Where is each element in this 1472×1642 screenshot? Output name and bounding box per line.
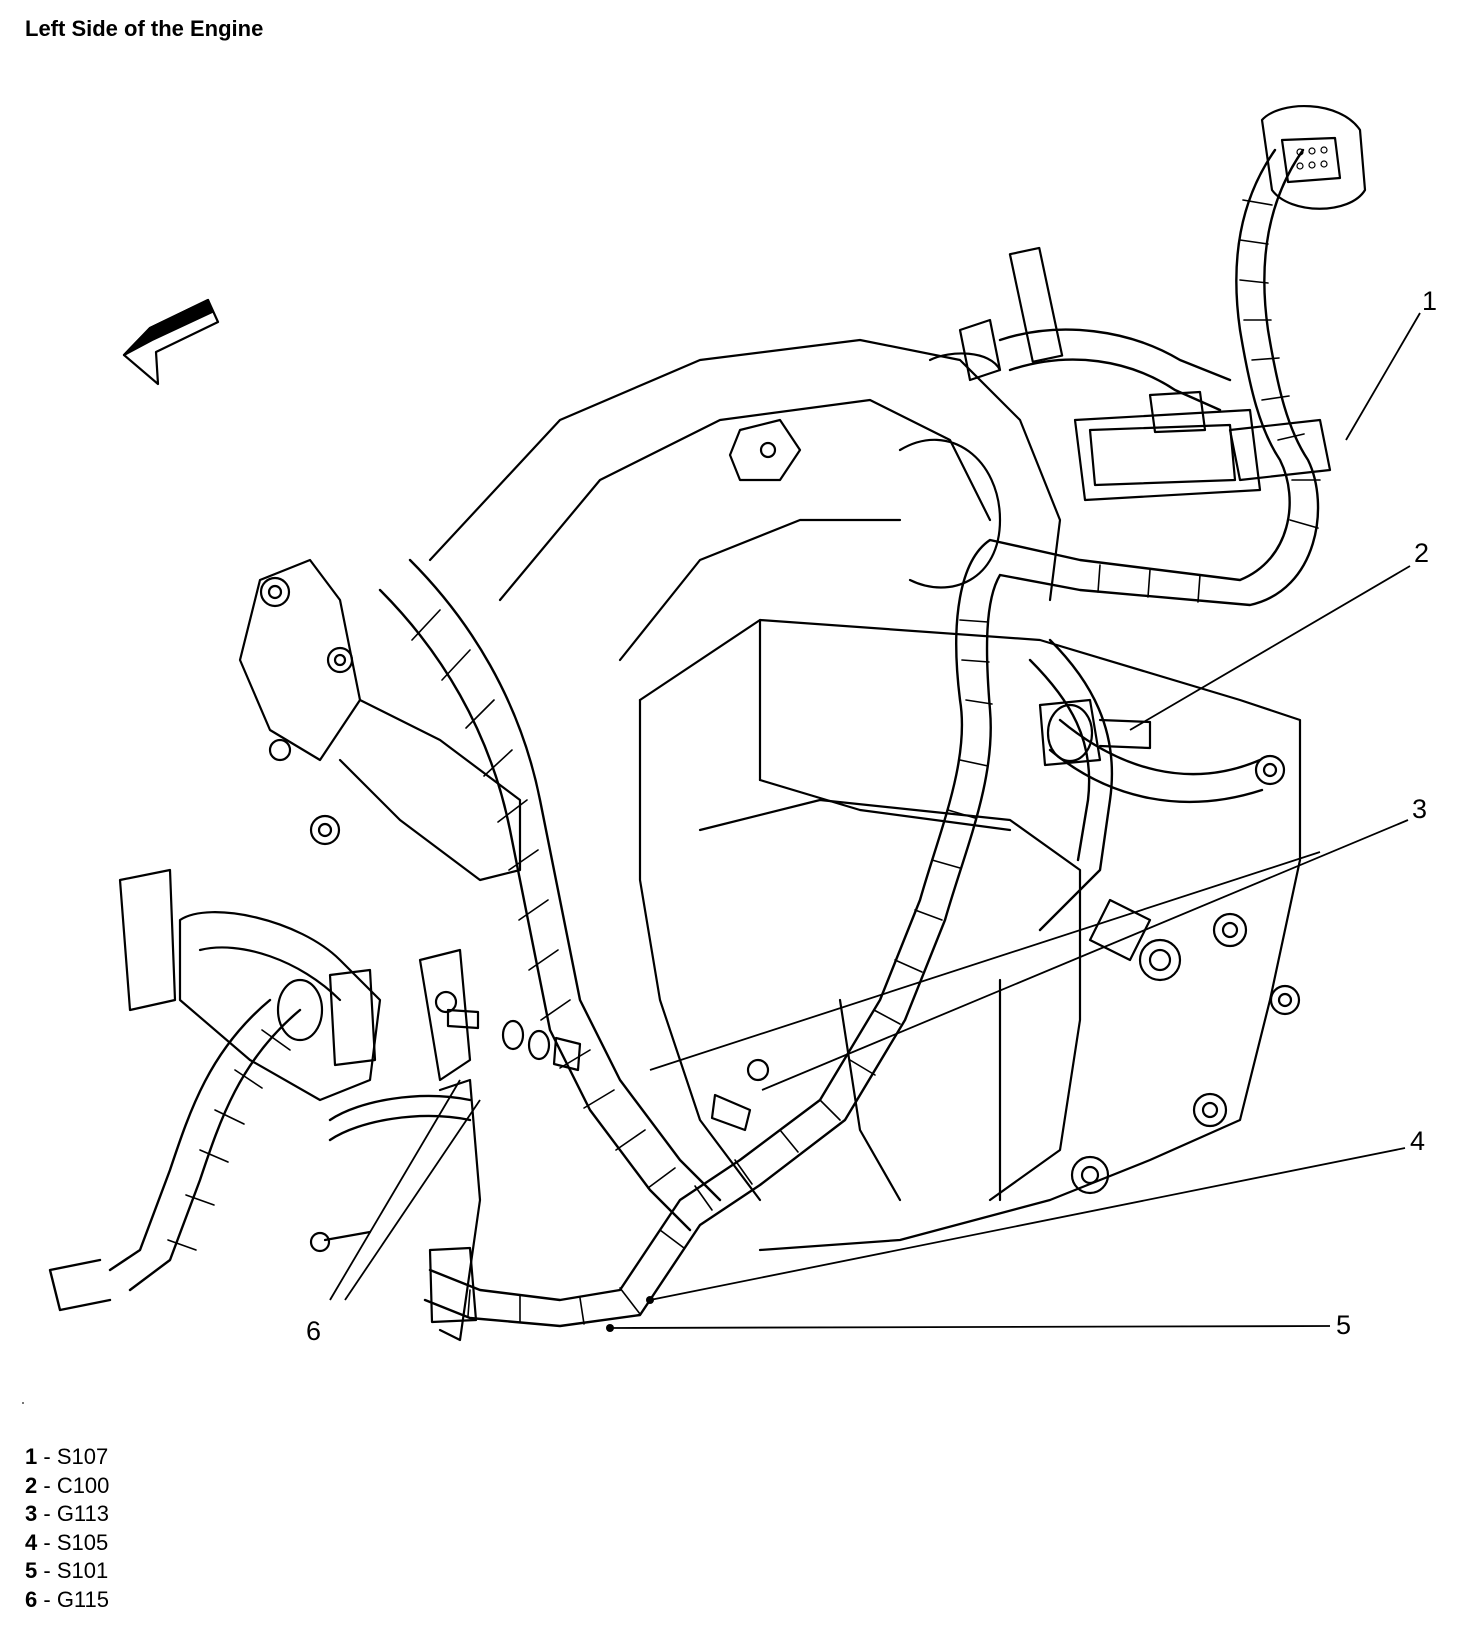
leader-line-3 xyxy=(761,819,1409,1091)
leader-line-3b xyxy=(649,851,1321,1071)
legend-item: 5 - S101 xyxy=(25,1557,109,1586)
legend-label: G115 xyxy=(56,1586,109,1612)
legend-item: 6 - G115 xyxy=(25,1586,109,1615)
legend-item: 3 - G113 xyxy=(25,1500,109,1529)
legend-number: 5 xyxy=(25,1558,38,1584)
ground-fasteners xyxy=(309,1008,770,1324)
legend-separator: - xyxy=(37,1501,57,1527)
callout-6: 6 xyxy=(306,1316,321,1346)
leader-line-5 xyxy=(609,1325,1331,1329)
legend-item: 2 - C100 xyxy=(25,1472,109,1501)
callout-4: 4 xyxy=(1410,1126,1425,1156)
legend-item: 4 - S105 xyxy=(25,1529,109,1558)
stray-mark xyxy=(22,1402,24,1404)
legend-item: 1 - S107 xyxy=(25,1443,109,1472)
wiring-harness xyxy=(48,148,1321,1328)
bracket-assembly xyxy=(238,558,522,1342)
legend-number: 1 xyxy=(25,1444,38,1469)
leader-line-2 xyxy=(1129,565,1411,731)
engine-wiring-illustration: 1 2 3 4 5 6 xyxy=(48,105,1437,1346)
callout-2: 2 xyxy=(1414,538,1429,568)
engine-block xyxy=(638,618,1302,1252)
intake-manifold xyxy=(428,246,1262,662)
splice-pack xyxy=(1228,418,1332,482)
legend-label: S105 xyxy=(56,1529,109,1555)
forward-arrow-icon xyxy=(122,298,220,386)
legend-label: S101 xyxy=(56,1558,109,1584)
legend-number: 2 xyxy=(25,1472,38,1498)
c100-connector xyxy=(1038,698,1152,767)
legend-number: 3 xyxy=(25,1501,38,1527)
legend-separator: - xyxy=(37,1444,57,1469)
legend-label: S107 xyxy=(56,1444,109,1469)
starter-motor xyxy=(118,868,382,1102)
leader-line-1 xyxy=(1345,312,1421,441)
leader-line-6 xyxy=(329,1079,461,1301)
legend-label: G113 xyxy=(56,1501,109,1527)
leader-line-6b xyxy=(344,1099,481,1301)
legend-separator: - xyxy=(37,1472,57,1498)
legend-separator: - xyxy=(37,1529,57,1555)
callout-1: 1 xyxy=(1422,286,1437,316)
callout-3: 3 xyxy=(1412,794,1427,824)
legend-separator: - xyxy=(37,1558,57,1584)
callout-legend: 1 - S107 2 - C100 3 - G113 4 - S105 5 - … xyxy=(25,1443,109,1615)
diagram-title: Left Side of the Engine xyxy=(25,16,264,41)
leader-line-4 xyxy=(649,1147,1406,1301)
legend-separator: - xyxy=(37,1586,57,1612)
callout-5: 5 xyxy=(1336,1310,1351,1340)
legend-number: 6 xyxy=(25,1586,38,1612)
legend-number: 4 xyxy=(25,1529,38,1555)
legend-label: C100 xyxy=(56,1472,110,1498)
harness-connector xyxy=(1260,105,1367,210)
